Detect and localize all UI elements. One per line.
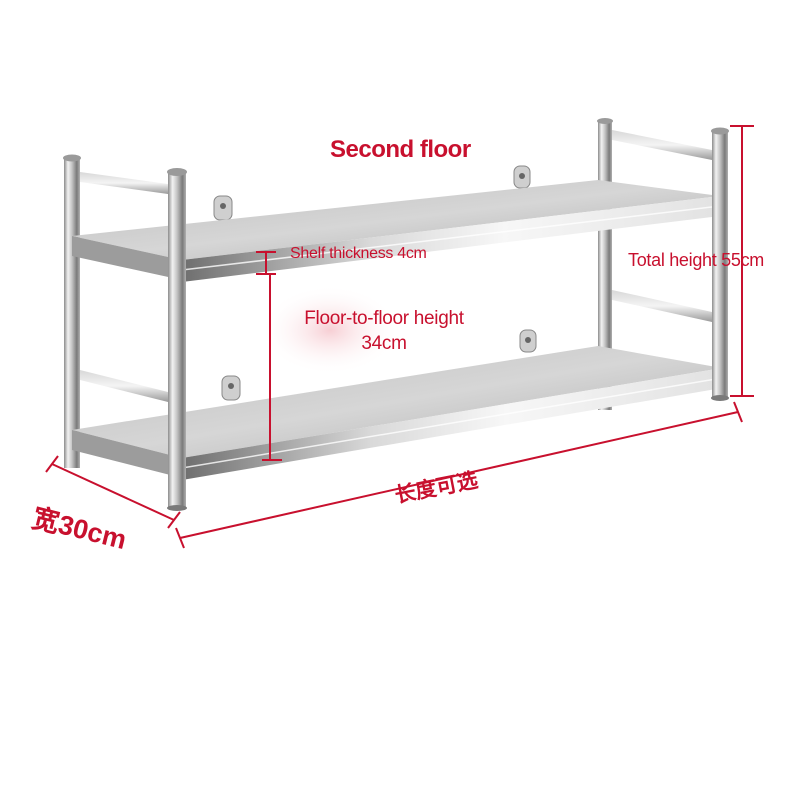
- right-side-rails: [612, 130, 712, 322]
- floor-height-label-line1: Floor-to-floor height: [304, 308, 464, 329]
- front-right-post: [711, 127, 729, 401]
- top-shelf: [72, 180, 721, 282]
- total-height-label: Total height 55cm: [628, 250, 764, 270]
- dimension-lines: [45, 125, 754, 549]
- second-floor-label: Second floor: [330, 136, 471, 163]
- front-left-post: [167, 168, 187, 511]
- shelf-thickness-label: Shelf thickness 4cm: [290, 245, 427, 262]
- back-left-post: [63, 154, 81, 468]
- wall-hooks: [213, 165, 537, 401]
- left-side-rails: [80, 172, 168, 402]
- bottom-shelf: [72, 346, 723, 480]
- floor-height-label: Floor-to-floor height 34cm: [296, 306, 472, 356]
- label-glow: [260, 285, 400, 375]
- length-line: [179, 411, 739, 539]
- width-line: [51, 463, 175, 521]
- floor-height-label-line2: 34cm: [361, 333, 407, 354]
